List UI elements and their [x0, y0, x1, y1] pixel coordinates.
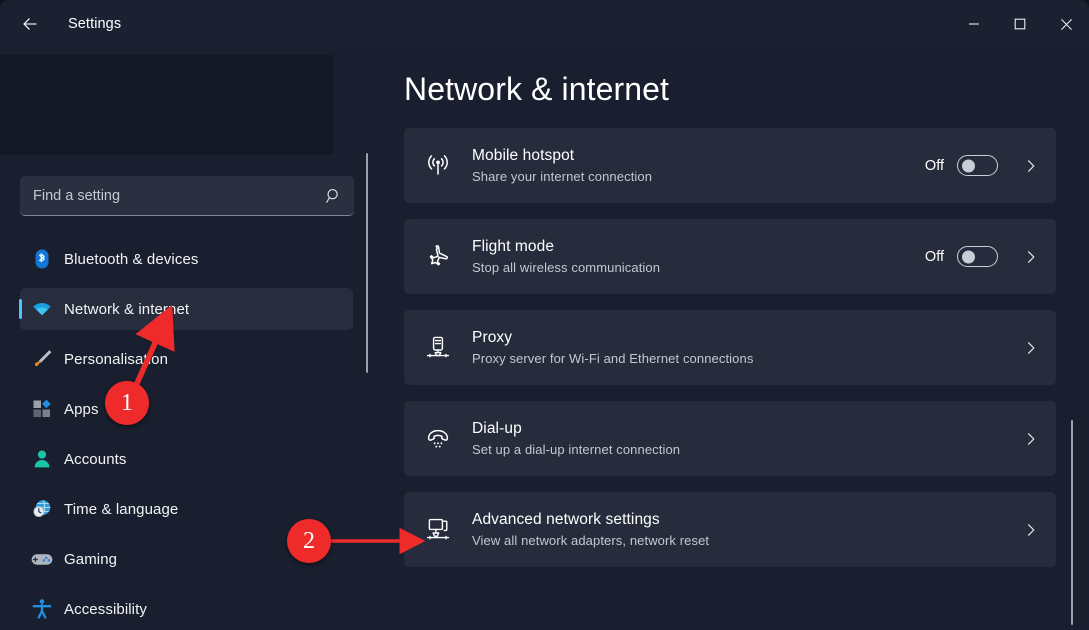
flight-mode-toggle[interactable] — [957, 246, 998, 267]
search-input[interactable] — [20, 187, 314, 204]
card-text: Dial-up Set up a dial-up internet connec… — [472, 419, 1020, 459]
card-subtitle: Proxy server for Wi-Fi and Ethernet conn… — [472, 350, 754, 366]
card-title: Advanced network settings — [472, 510, 660, 528]
card-subtitle: Set up a dial-up internet connection — [472, 441, 681, 457]
window-controls — [951, 0, 1089, 48]
card-title: Flight mode — [472, 237, 555, 255]
close-button[interactable] — [1043, 0, 1089, 48]
sidebar-item-network-internet[interactable]: Network & internet — [19, 288, 353, 330]
toggle-state-label: Off — [924, 157, 944, 174]
sidebar-item-label: Bluetooth & devices — [64, 250, 199, 268]
setting-card-proxy[interactable]: Proxy Proxy server for Wi-Fi and Etherne… — [404, 310, 1056, 385]
chevron-right-icon[interactable] — [1020, 159, 1042, 173]
toggle-state-label: Off — [924, 248, 944, 265]
sidebar-item-label: Accessibility — [64, 600, 147, 618]
back-button[interactable] — [8, 8, 52, 40]
account-person-icon — [20, 448, 64, 470]
globe-clock-icon — [20, 498, 64, 520]
search-box[interactable] — [20, 176, 354, 216]
sidebar-item-label: Time & language — [64, 500, 179, 518]
minimize-icon — [968, 18, 980, 30]
sidebar-item-label: Personalisation — [64, 350, 169, 368]
maximize-button[interactable] — [997, 0, 1043, 48]
setting-card-mobile-hotspot[interactable]: Mobile hotspot Share your internet conne… — [404, 128, 1056, 203]
setting-card-flight-mode[interactable]: Flight mode Stop all wireless communicat… — [404, 219, 1056, 294]
minimize-button[interactable] — [951, 0, 997, 48]
sidebar-nav-list: Bluetooth & devices Network & internet — [0, 238, 375, 630]
card-text: Proxy Proxy server for Wi-Fi and Etherne… — [472, 328, 1020, 368]
toggle-knob — [962, 250, 975, 263]
mobile-hotspot-toggle[interactable] — [957, 155, 998, 176]
sidebar-item-gaming[interactable]: Gaming — [20, 538, 353, 580]
maximize-icon — [1014, 18, 1026, 30]
card-subtitle: View all network adapters, network reset — [472, 532, 710, 548]
main-scrollbar[interactable] — [1071, 420, 1073, 625]
chevron-right-icon[interactable] — [1020, 341, 1042, 355]
sidebar-item-label: Gaming — [64, 550, 118, 568]
chevron-right-icon[interactable] — [1020, 432, 1042, 446]
hotspot-antenna-icon — [404, 152, 472, 180]
sidebar-scrollbar[interactable] — [366, 153, 368, 373]
main-content: Network & internet Mobile hotspot Share … — [375, 48, 1089, 630]
setting-card-advanced-network-settings[interactable]: Advanced network settings View all netwo… — [404, 492, 1056, 567]
card-text: Advanced network settings View all netwo… — [472, 510, 1020, 550]
card-subtitle: Stop all wireless communication — [472, 259, 661, 275]
title-bar: Settings — [0, 0, 1089, 48]
airplane-icon — [404, 243, 472, 271]
card-title: Dial-up — [472, 419, 522, 437]
sidebar-item-personalisation[interactable]: Personalisation — [20, 338, 353, 380]
sidebar-item-time-language[interactable]: Time & language — [20, 488, 353, 530]
close-icon — [1060, 18, 1073, 31]
accessibility-person-icon — [20, 598, 64, 620]
card-title: Proxy — [472, 328, 513, 346]
back-arrow-icon — [20, 14, 40, 34]
sidebar-item-label: Accounts — [64, 450, 127, 468]
telephone-handset-icon — [404, 425, 472, 453]
chevron-right-icon[interactable] — [1020, 250, 1042, 264]
card-subtitle: Share your internet connection — [472, 168, 653, 184]
toggle-knob — [962, 159, 975, 172]
card-text: Mobile hotspot Share your internet conne… — [472, 146, 925, 186]
sidebar-item-label: Apps — [64, 400, 99, 418]
sidebar-item-accessibility[interactable]: Accessibility — [20, 588, 353, 630]
sidebar-item-apps[interactable]: Apps — [20, 388, 353, 430]
sidebar-item-label: Network & internet — [64, 300, 190, 318]
card-title: Mobile hotspot — [472, 146, 575, 164]
sidebar-item-bluetooth-devices[interactable]: Bluetooth & devices — [20, 238, 353, 280]
sidebar: Bluetooth & devices Network & internet — [0, 48, 375, 630]
proxy-server-icon — [404, 334, 472, 362]
bluetooth-icon — [20, 248, 64, 270]
window-title: Settings — [68, 16, 122, 32]
apps-icon — [20, 398, 64, 420]
sidebar-item-accounts[interactable]: Accounts — [20, 438, 353, 480]
gamepad-icon — [20, 548, 64, 570]
redacted-profile-area — [0, 55, 333, 154]
wifi-icon — [20, 297, 64, 321]
settings-card-list: Mobile hotspot Share your internet conne… — [404, 128, 1056, 567]
search-icon — [314, 187, 354, 205]
paintbrush-icon — [20, 348, 64, 370]
setting-card-dial-up[interactable]: Dial-up Set up a dial-up internet connec… — [404, 401, 1056, 476]
card-text: Flight mode Stop all wireless communicat… — [472, 237, 925, 277]
network-computer-icon — [404, 516, 472, 544]
page-title: Network & internet — [404, 71, 670, 107]
chevron-right-icon[interactable] — [1020, 523, 1042, 537]
